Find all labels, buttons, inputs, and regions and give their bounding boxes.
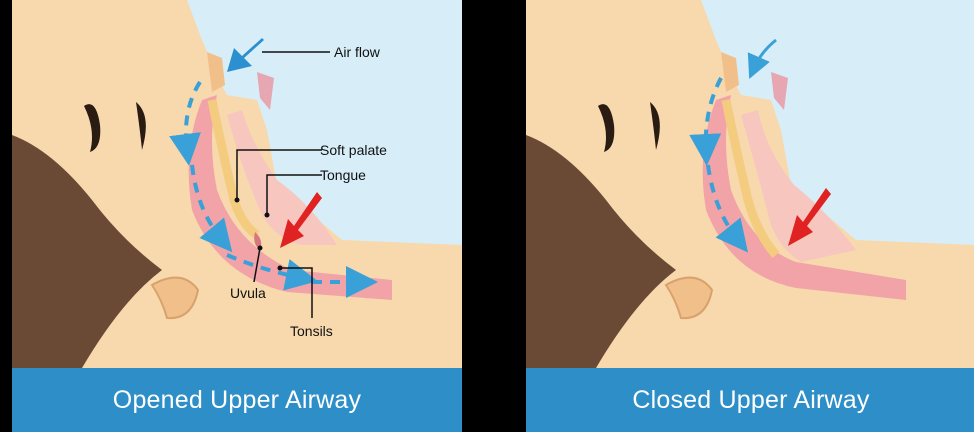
caption-opened-airway: Opened Upper Airway <box>12 368 462 432</box>
opened-airway-panel: Air flow Soft palate Tongue Uvula Tonsil… <box>12 0 462 432</box>
label-air-flow: Air flow <box>334 44 381 60</box>
label-tonsils: Tonsils <box>290 323 333 339</box>
label-soft-palate: Soft palate <box>320 142 387 158</box>
closed-airway-panel: Closed Upper Airway <box>526 0 974 432</box>
label-tongue: Tongue <box>320 167 366 183</box>
caption-closed-airway: Closed Upper Airway <box>526 368 974 432</box>
label-uvula: Uvula <box>230 285 266 301</box>
